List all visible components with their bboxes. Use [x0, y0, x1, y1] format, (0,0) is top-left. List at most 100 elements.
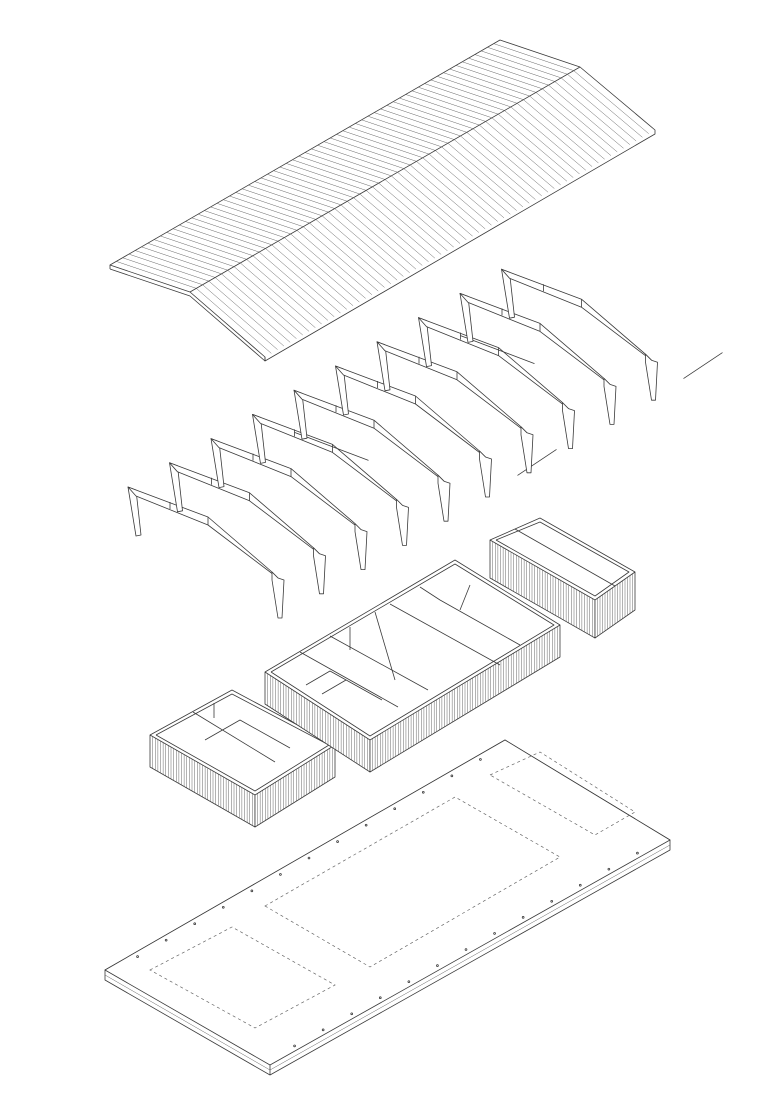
wall-inner-edge: [495, 521, 630, 597]
anchor-point: [450, 774, 454, 778]
anchor-point: [421, 790, 425, 794]
roof-panel-seam: [443, 72, 599, 164]
partition-wall: [305, 670, 383, 701]
roof-panel-seam: [273, 170, 429, 262]
roof-panel-seam: [411, 90, 568, 182]
roof-panel-seam: [153, 239, 310, 332]
portal-frames: [127, 268, 723, 619]
anchor-point: [193, 922, 197, 926]
anchor-point: [578, 883, 582, 887]
partition-wall: [374, 611, 396, 681]
anchor-point: [350, 1012, 354, 1016]
frame-column: [479, 450, 492, 498]
roof-panel-seam: [330, 137, 486, 230]
roof-panel-seam: [418, 86, 574, 178]
roof-panel-seam: [374, 112, 530, 204]
anchor-point: [321, 1028, 325, 1032]
partition-wall: [459, 584, 471, 611]
roof-panel-seam: [128, 253, 285, 347]
anchor-point: [407, 980, 411, 983]
roof-panel-seam: [260, 177, 417, 270]
roof-panel-seam: [317, 145, 473, 237]
roof-panel-seam: [279, 166, 435, 259]
partition-wall: [514, 528, 616, 587]
base-slab: [104, 739, 671, 1076]
roof-panel-seam: [355, 123, 511, 215]
roof-panel-seam: [122, 257, 278, 350]
anchor-point: [436, 964, 439, 967]
wall-top-edge: [264, 559, 561, 673]
partition-wall: [329, 635, 429, 691]
footprint-right: [489, 751, 636, 836]
roof-panel-seam: [223, 199, 379, 292]
anchor-point: [279, 873, 282, 876]
roof-panel-seam: [216, 203, 373, 295]
roof-panel-seam: [323, 141, 480, 233]
partition-wall: [419, 586, 521, 646]
anchor-point: [293, 1044, 296, 1048]
partition-wall: [192, 711, 276, 763]
roof-panel-seam: [468, 57, 624, 149]
roof-fascia: [109, 268, 266, 362]
roof-outline: [109, 39, 656, 362]
anchor-point: [136, 955, 139, 958]
roof-panel-seam: [286, 163, 442, 255]
roof-panel-seam: [304, 152, 461, 244]
wall-module-center: [264, 559, 561, 773]
anchor-point: [521, 916, 525, 919]
footprint-center: [264, 796, 561, 968]
roof-panel-seam: [147, 243, 303, 336]
roof-panel-seam: [361, 119, 517, 211]
wall-top-edge: [489, 517, 636, 573]
anchor-point: [378, 996, 382, 1000]
roof-panel-seam: [197, 213, 354, 306]
roof-panel-seam: [430, 79, 586, 171]
anchor-point: [164, 938, 168, 942]
roof-panel-seam: [386, 105, 542, 197]
roof-panel-seam: [493, 43, 649, 134]
frame-column: [520, 426, 534, 474]
roof-panel-seam: [292, 159, 448, 251]
roof: [109, 39, 656, 362]
anchor-point: [464, 948, 468, 951]
anchor-point: [250, 889, 254, 893]
partition-wall: [389, 603, 501, 666]
roof-panel-seam: [367, 115, 524, 208]
roof-panel-seam: [455, 65, 612, 156]
roof-panel-seam: [116, 261, 272, 354]
frame-column: [603, 377, 617, 425]
roof-panel-seam: [160, 235, 316, 328]
roof-panel-seam: [342, 130, 498, 222]
roof-panel-seam: [437, 76, 593, 167]
anchor-point: [307, 856, 311, 860]
roof-panel-seam: [336, 134, 492, 226]
roof-panel-seam: [380, 108, 536, 200]
roof-panel-seam: [229, 195, 385, 288]
frame-column: [313, 547, 326, 595]
roof-panel-seam: [254, 181, 410, 273]
roof-panel-seam: [179, 224, 335, 317]
frame-column: [562, 402, 575, 450]
partition-wall: [321, 679, 347, 695]
roof-panel-seam: [204, 210, 360, 303]
roof-panel-seam: [248, 184, 404, 277]
frame-rafter: [501, 268, 652, 361]
roof-panel-seam: [405, 94, 561, 186]
wall-modules: [149, 517, 636, 828]
partition-wall: [204, 719, 291, 749]
wall-module-right: [489, 517, 636, 639]
roof-panel-seam: [462, 61, 618, 153]
wall-inner-edge: [270, 563, 555, 737]
footprint-left: [149, 926, 336, 1029]
bracing: [517, 449, 557, 476]
wall-front-face: [254, 744, 336, 828]
frame-column: [437, 474, 451, 522]
roof-panel-seam: [267, 174, 423, 266]
anchor-point: [336, 840, 339, 843]
roof-panel-seam: [424, 83, 580, 175]
roof-panel-seam: [392, 101, 549, 193]
roof-panel-seam: [191, 217, 347, 310]
frame-column: [354, 523, 368, 570]
roof-panel-seam: [135, 250, 291, 343]
